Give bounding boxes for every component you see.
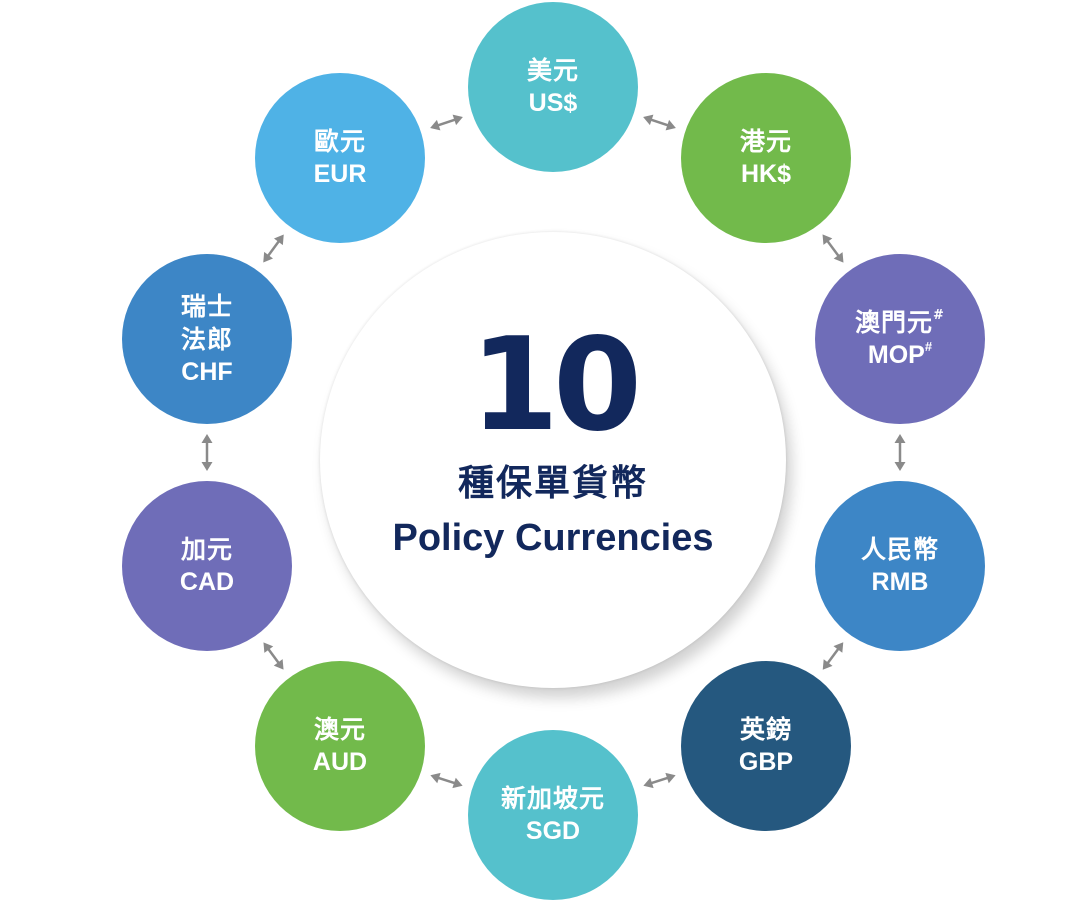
currency-name-zh: 澳元 bbox=[313, 715, 366, 744]
double-arrow bbox=[430, 114, 463, 131]
currency-code: US$ bbox=[528, 89, 578, 117]
currency-code: AUD bbox=[312, 748, 368, 776]
currency-node-aud: 澳元 AUD bbox=[255, 661, 425, 831]
currency-node-mop: 澳門元#MOP# bbox=[815, 254, 985, 424]
double-arrow bbox=[822, 234, 844, 263]
double-arrow bbox=[643, 772, 676, 789]
currency-node-cad: 加元 CAD bbox=[122, 481, 292, 651]
double-arrow bbox=[263, 234, 284, 263]
currency-code: MOP# bbox=[867, 339, 933, 369]
currency-node-gbp: 英鎊 GBP bbox=[681, 661, 851, 831]
double-arrow bbox=[430, 772, 463, 789]
currency-count: 10 bbox=[469, 311, 642, 460]
double-arrow bbox=[894, 434, 906, 471]
double-arrow bbox=[263, 642, 284, 670]
center-title-en: Policy Currencies bbox=[392, 517, 714, 559]
currency-code: HK$ bbox=[740, 160, 791, 188]
currency-name-zh: 英鎊 bbox=[739, 715, 792, 744]
currency-code: SGD bbox=[525, 817, 581, 845]
currency-node-us: 美元 US$ bbox=[468, 2, 638, 172]
currency-code: RMB bbox=[871, 568, 929, 596]
currency-name-zh: 新加坡元 bbox=[500, 784, 605, 813]
double-arrow bbox=[201, 434, 213, 471]
currency-name-zh: 法郎 bbox=[180, 324, 233, 354]
currency-name-zh: 人民幣 bbox=[860, 535, 939, 564]
currency-node-sgd: 新加坡元 SGD bbox=[468, 730, 638, 900]
currency-code: CAD bbox=[179, 568, 235, 596]
currency-name-zh: 港元 bbox=[739, 127, 792, 156]
double-arrow bbox=[822, 642, 844, 670]
currency-node-chf: 瑞士法郎 CHF bbox=[122, 254, 292, 424]
currency-name-zh: 歐元 bbox=[313, 127, 366, 156]
center-title-zh: 種保單貨幣 bbox=[457, 463, 648, 504]
footnote-mark: # bbox=[924, 339, 933, 354]
currency-code: EUR bbox=[313, 160, 367, 188]
currency-node-hk: 港元 HK$ bbox=[681, 73, 851, 243]
currency-code: GBP bbox=[738, 748, 794, 776]
currency-node-eur: 歐元 EUR bbox=[255, 73, 425, 243]
currency-code: CHF bbox=[181, 357, 233, 386]
currency-name-zh: 美元 bbox=[526, 56, 579, 85]
double-arrow bbox=[643, 114, 676, 131]
center-circle: 10 種保單貨幣 Policy Currencies bbox=[320, 232, 786, 688]
currency-name-zh: 加元 bbox=[180, 535, 233, 564]
currency-node-rmb: 人民幣 RMB bbox=[815, 481, 985, 651]
currency-name-zh: 澳門元# bbox=[855, 308, 945, 337]
footnote-mark: # bbox=[933, 308, 945, 323]
currency-name-zh: 瑞士 bbox=[180, 291, 233, 321]
